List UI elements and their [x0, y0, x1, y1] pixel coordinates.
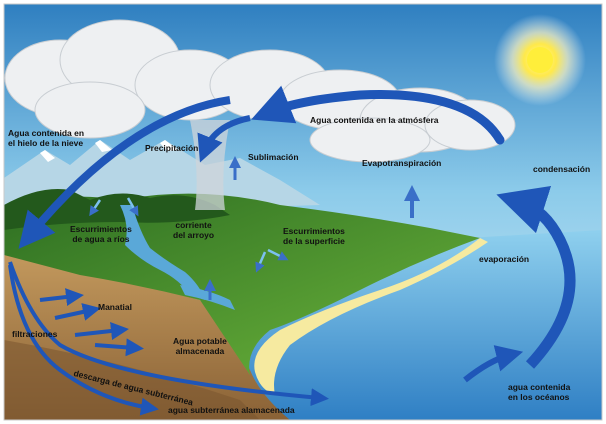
stream: [120, 205, 205, 300]
label-spring: Manatial: [98, 302, 133, 312]
label-precipitation: Precipitación: [145, 143, 199, 153]
label-ice-snow: Agua contenida en el hielo de la nieve: [8, 128, 85, 148]
surface-runoff-arrows: [255, 251, 267, 273]
label-oceans: agua contenida en los océanos: [508, 382, 571, 402]
mountains: [4, 140, 320, 215]
beach: [254, 238, 488, 395]
condensation-arrow: [496, 185, 576, 369]
label-evapotranspiration: Evapotranspiración: [362, 158, 442, 168]
label-runoff-rivers: Escurrimientos de agua a ríos: [70, 224, 132, 244]
atmosphere-flow-arrow: [251, 85, 505, 145]
label-surface-runoff: Escurrimientos de la superficie: [283, 226, 345, 246]
label-freshwater: Agua potable almacenada: [173, 336, 227, 356]
groundwater-arrows: [8, 261, 329, 416]
precipitation-arrow: [197, 115, 251, 163]
ocean-arrow: [463, 345, 524, 383]
label-evaporation: evaporación: [479, 254, 530, 264]
label-infiltration: filtraciones: [12, 329, 58, 339]
label-sublimation: Sublimación: [248, 152, 299, 162]
land: [4, 193, 480, 375]
label-stream-flow: corriente del arroyo: [173, 220, 215, 240]
runoff-arrow: [89, 199, 102, 217]
snow-melt-arrow: [18, 96, 231, 249]
label-condensation: condensación: [533, 164, 591, 174]
label-atmosphere: Agua contenida en la atmósfera: [310, 115, 439, 125]
label-groundwater-storage: agua subterránea alamacenada: [168, 405, 295, 415]
